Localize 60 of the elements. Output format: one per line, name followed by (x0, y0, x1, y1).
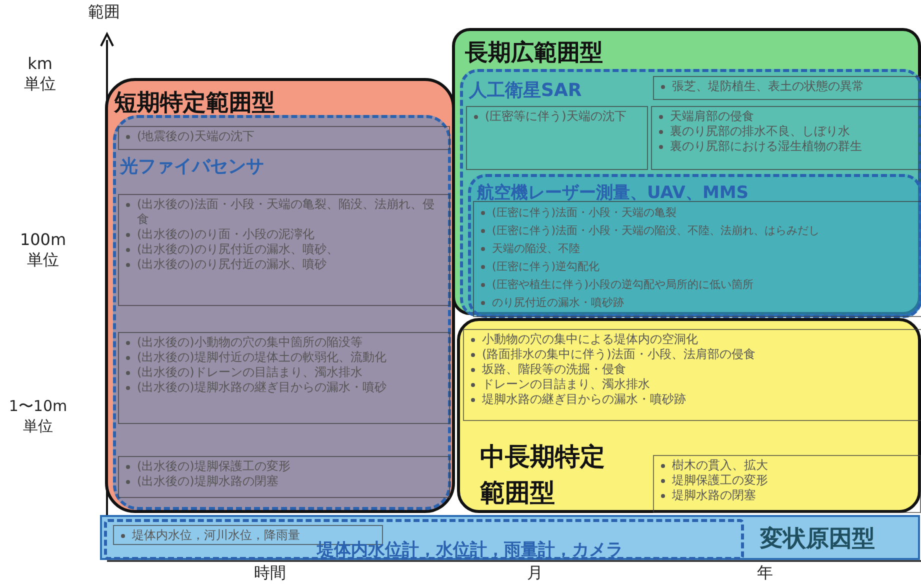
bullet-item: (出水後の)のり尻付近の漏水、噴砂 (137, 257, 445, 272)
axis-title: 範囲 (87, 2, 121, 22)
bullet-item: (出水後の)法面・小段・天端の亀裂、陥没、法崩れ、侵食 (137, 197, 445, 227)
method-title: 人工衛星SAR (469, 79, 582, 102)
category-title: 長期広範囲型 (465, 39, 603, 68)
bullet-item: (出水後の)小動物の穴の集中箇所の陥没等 (137, 335, 445, 350)
bullet-item: 天端の陥没、不陸 (492, 240, 918, 258)
axis-tick-label: 1〜10m単位 (8, 396, 68, 436)
bullet-item: 堤脚保護工の変形 (672, 473, 916, 488)
bullet-item: (出水後の)ドレーンの目詰まり、濁水排水 (137, 365, 445, 380)
method-title: 航空機レーザー測量、UAV、MMS (477, 182, 749, 204)
list-box (473, 201, 921, 317)
category-title: 中長期特定範囲型 (480, 441, 606, 509)
category-title: 短期特定範囲型 (114, 89, 275, 118)
bullet-item: 坂路、階段等の洗掘・侵食 (482, 362, 919, 377)
bullet-item: (出水後の)堤脚付近の堤体土の軟弱化、流動化 (137, 350, 445, 365)
bullet-item: ドレーンの目詰まり、濁水排水 (482, 377, 919, 392)
bullet-item: (圧密に伴う)法面・小段・天端の亀裂 (492, 204, 918, 222)
bullet-item: (圧密に伴う)逆勾配化 (492, 258, 918, 276)
method-title: 光ファイバセンサ (120, 155, 264, 178)
method-outline (468, 174, 921, 318)
axis-tick-label: 年 (756, 563, 774, 583)
bullet-item: (圧密等に伴う)天端の沈下 (485, 109, 643, 124)
bullet-item: のり尻付近の漏水・噴砂跡 (492, 294, 918, 312)
bullet-item: (出水後の)堤脚水路の閉塞 (137, 474, 445, 489)
region-panel (457, 318, 921, 513)
region-panel (452, 28, 921, 315)
axis-tick-label: 時間 (253, 563, 287, 583)
bullet-item: 裏のり尻部における湿生植物の群生 (670, 139, 918, 154)
axis-tick-label: km単位 (23, 54, 57, 94)
bullet-item: 樹木の貫入、拡大 (672, 458, 916, 473)
method-outline (104, 519, 744, 560)
bullet-item: 張芝、堤防植生、表土の状態の異常 (672, 79, 918, 94)
axis-tick-label: 月 (526, 563, 544, 583)
list-box (466, 106, 648, 170)
cause-band (100, 515, 920, 560)
bullet-item: 小動物の穴の集中による堤体内の空洞化 (482, 332, 919, 347)
bullet-item: 天端肩部の侵食 (670, 109, 918, 124)
bullet-item: (出水後の)堤脚水路の継ぎ目からの漏水・噴砂 (137, 380, 445, 395)
bullet-item: (出水後の)のり尻付近の漏水、噴砂、 (137, 242, 445, 257)
list-box (463, 329, 921, 421)
method-outline (460, 69, 921, 317)
bullet-item: 堤脚水路の継ぎ目からの漏水・噴砂跡 (482, 392, 919, 407)
bullet-item: (路面排水の集中に伴う)法面・小段、法肩部の侵食 (482, 347, 919, 362)
list-box (653, 76, 921, 100)
list-box (118, 194, 450, 306)
bullet-item: 裏のり尻部の排水不良、しぼり水 (670, 124, 918, 139)
bullet-item: (出水後の)堤脚保護工の変形 (137, 459, 445, 474)
bullet-item: 堤脚水路の閉塞 (672, 488, 916, 503)
bullet-item: (地震後の)天端の沈下 (137, 129, 445, 144)
list-box (118, 126, 450, 150)
list-box (651, 106, 921, 170)
axis-tick-label: 100m単位 (18, 230, 68, 270)
list-box (118, 332, 450, 424)
bullet-item: (圧密や植生に伴う)小段の逆勾配や局所的に低い箇所 (492, 276, 918, 294)
list-box (118, 456, 450, 498)
list-box (653, 455, 921, 513)
bullet-item: (出水後の)のり面・小段の泥濘化 (137, 227, 445, 242)
category-title: 変状原因型 (760, 525, 875, 554)
bullet-item: (圧密に伴う)法面・小段・天端の陥没、不陸、法崩れ、はらみだし (492, 222, 918, 240)
